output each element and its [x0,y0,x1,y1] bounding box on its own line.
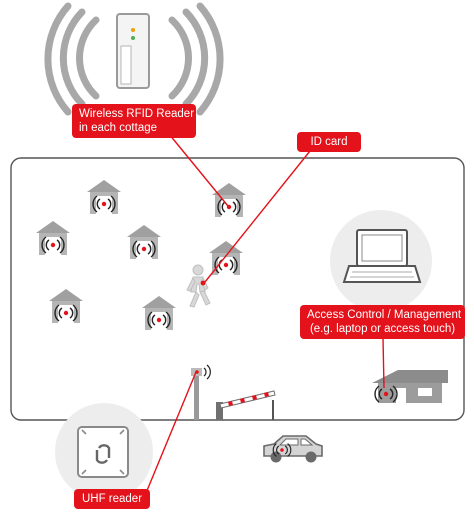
callout-reader-line2: in each cottage [79,122,158,134]
cottage-icon [36,221,70,255]
cottage-icon [212,183,246,217]
cottage-icon [49,289,83,323]
callout-access-line2: (e.g. laptop or access touch) [309,323,456,335]
connector-uhf [145,371,197,494]
callout-id-card-label: ID card [310,136,348,148]
callout-access-control: Access Control / Management (e.g. laptop… [300,305,465,339]
laptop-icon [330,210,432,312]
callout-id-card: ID card [297,132,361,152]
connector-id-card [204,145,315,283]
rfid-reader-icon [44,2,224,116]
connector-reader [168,133,229,207]
car-icon [263,435,323,463]
callout-uhf-reader: UHF reader [74,489,150,509]
callout-uhf-label: UHF reader [81,493,143,505]
callout-wireless-reader: Wireless RFID Reader in each cottage [72,104,196,138]
connector-access [382,337,385,389]
cottage-icon [87,180,121,214]
callout-access-line1: Access Control / Management [307,309,462,321]
callout-reader-line1: Wireless RFID Reader [79,108,195,120]
house-icon [372,370,448,403]
barrier-gate-icon [216,390,276,420]
cottage-icon [127,225,161,259]
uhf-reader-icon [55,403,153,501]
id-card-dot [200,280,206,286]
cottage-icon [142,296,176,330]
site-boundary [10,157,465,421]
antenna-icon [191,364,211,420]
person-icon [186,264,211,308]
